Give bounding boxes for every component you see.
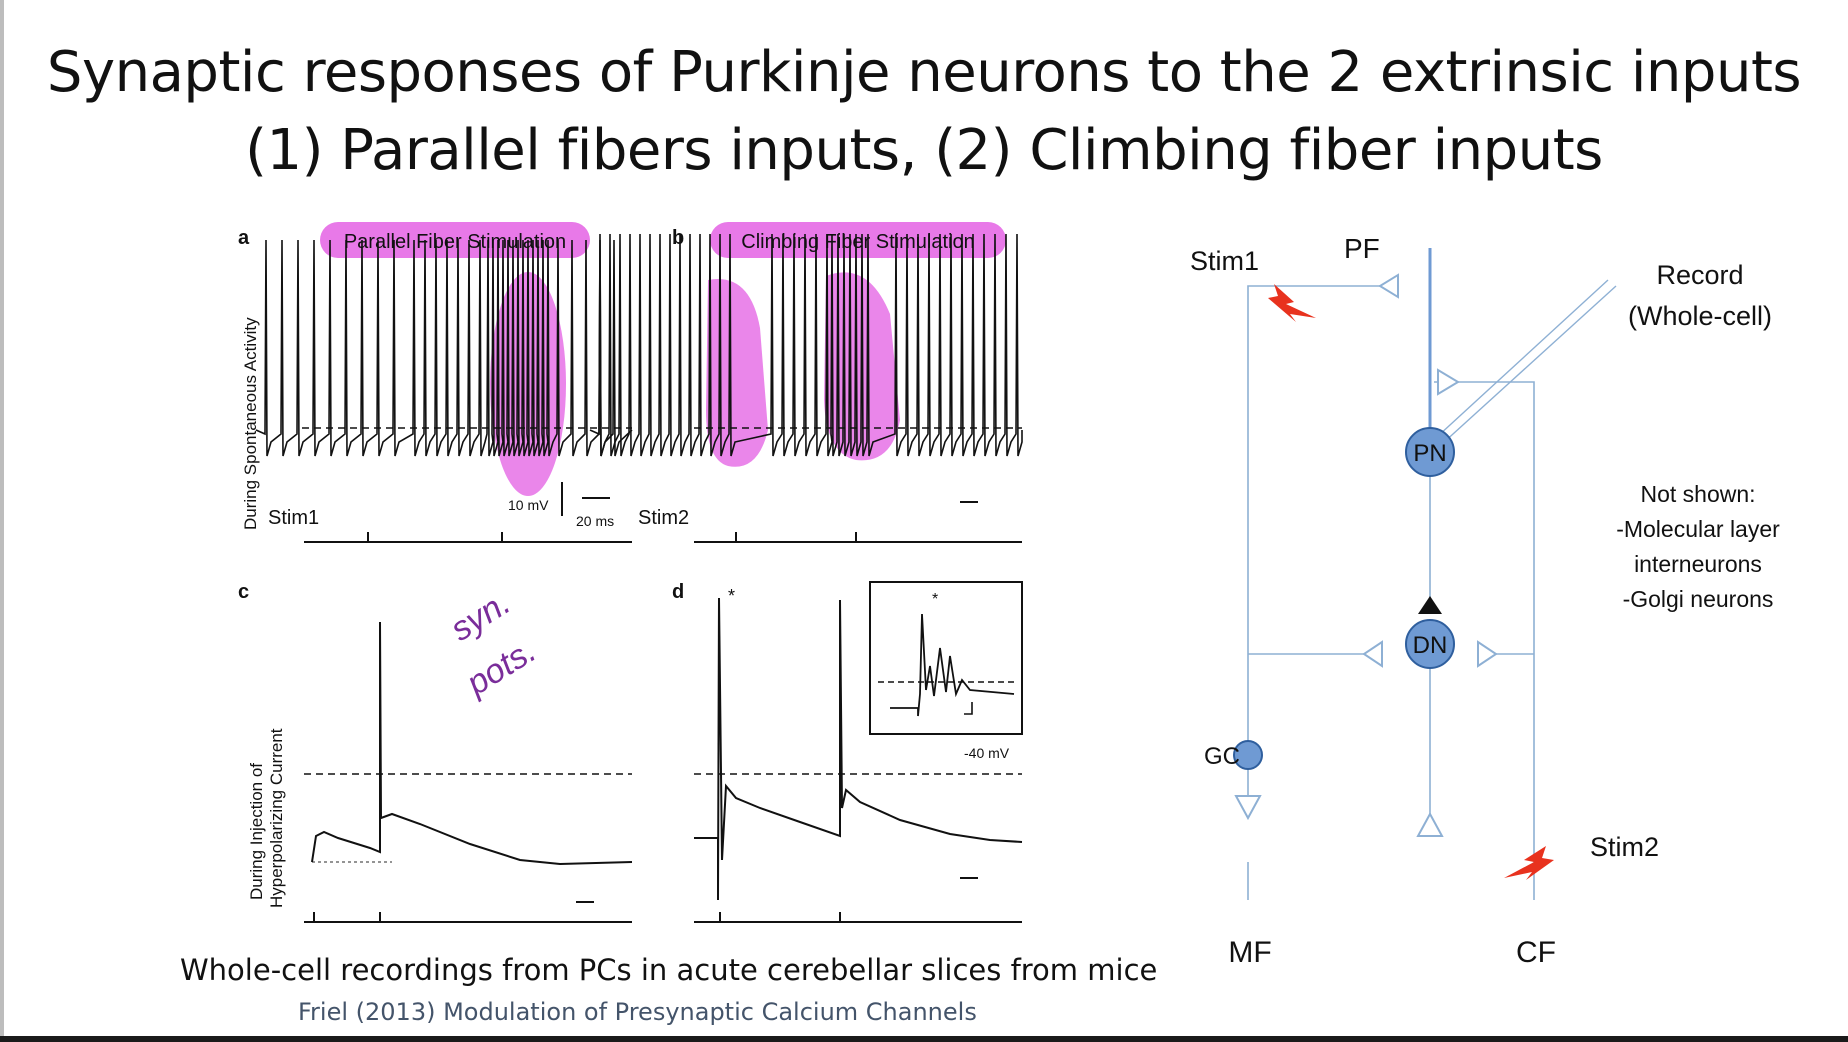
inhibitory-synapse-icon <box>1418 596 1442 614</box>
panel-c-letter: c <box>238 581 249 603</box>
row1-ylabel: During Spontaneous Activity <box>241 317 260 530</box>
panel-a: a Parallel Fiber Stimulation 10 mV 20 ms… <box>238 222 633 543</box>
mf-label: MF <box>1228 936 1271 969</box>
stim1-label: Stim1 <box>1190 246 1259 276</box>
handwritten-note-1: syn. <box>444 584 517 649</box>
inset-star: * <box>932 591 938 608</box>
panel-b: b Climbing Fiber Stimulation Stim2 <box>589 222 1023 543</box>
scale-label-ms: 20 ms <box>576 513 614 529</box>
deep-nuclear-neuron-node <box>1405 619 1455 669</box>
circuit-wires <box>1247 248 1617 900</box>
recording-electrode-1 <box>1437 279 1609 437</box>
mf-synapse-on-dn-icon <box>1362 640 1383 668</box>
climbing-fiber-trace-d <box>694 597 1023 901</box>
panel-a-banner: Parallel Fiber Stimulation <box>344 231 566 253</box>
hyperpolarized-trace-c <box>311 621 633 866</box>
row2-ylabel-1: During Injection of <box>247 763 266 900</box>
circuit-diagram: PN DN GC Stim1 PF Record (Whole-cell) No… <box>1190 233 1780 969</box>
climbing-fiber-path <box>1434 381 1535 900</box>
synapse-markers <box>1234 273 1498 837</box>
window-bottom-bar <box>0 1036 1848 1042</box>
not-shown-line-4: -Golgi neurons <box>1623 586 1774 612</box>
stim2-label-b: Stim2 <box>638 507 689 529</box>
dn-label: DN <box>1413 632 1448 659</box>
panel-b-banner-bg <box>710 222 1006 258</box>
complex-spike-inset <box>869 581 1023 735</box>
spontaneous-trace-b <box>589 233 1023 457</box>
citation: Friel (2013) Modulation of Presynaptic C… <box>298 998 977 1026</box>
mf-synapse-icon <box>1234 795 1262 821</box>
stim1-spark-icon <box>1268 284 1316 322</box>
pf-synapse-icon <box>1378 273 1399 299</box>
window-left-border <box>0 0 4 1042</box>
panel-c: c syn. pots. <box>238 581 633 923</box>
panel-b-banner: Climbing Fiber Stimulation <box>741 231 974 253</box>
panel-d: d * * -40 mV <box>672 581 1023 923</box>
stim1-label-a: Stim1 <box>268 507 319 529</box>
figure-caption: Whole-cell recordings from PCs in acute … <box>180 953 1158 987</box>
inset-scale-bar <box>964 702 973 715</box>
dn-output-synapse-icon <box>1416 811 1444 837</box>
stim2-spark-icon <box>1504 846 1554 880</box>
cf-label: CF <box>1516 936 1556 969</box>
gc-label: GC <box>1204 743 1240 770</box>
inset-voltage-label: -40 mV <box>964 745 1010 761</box>
granule-cell-node <box>1233 740 1263 770</box>
scale-label-mv: 10 mV <box>508 497 549 513</box>
cf-synapse-on-pn-icon <box>1437 368 1460 396</box>
pf-label: PF <box>1344 233 1380 264</box>
not-shown-line-1: Not shown: <box>1640 481 1755 507</box>
cf-synapse-on-dn-icon <box>1477 640 1498 668</box>
panel-d-letter: d <box>672 581 684 603</box>
stim2-label: Stim2 <box>1590 832 1659 862</box>
panel-a-letter: a <box>238 227 250 249</box>
inset-complex-spike-trace <box>890 613 1015 717</box>
mossy-fiber-granule-path <box>1247 285 1398 808</box>
spike-star: * <box>728 586 735 606</box>
slide-title-line-1: Synaptic responses of Purkinje neurons t… <box>46 40 1802 105</box>
panel-b-letter: b <box>672 227 684 249</box>
climbing-fiber-highlight-1 <box>706 279 768 467</box>
recording-figure: a Parallel Fiber Stimulation 10 mV 20 ms… <box>238 222 1023 923</box>
record-label-1: Record <box>1656 260 1743 290</box>
not-shown-line-3: interneurons <box>1634 551 1762 577</box>
recording-electrode-2 <box>1441 285 1617 445</box>
pn-label: PN <box>1413 440 1446 467</box>
purkinje-neuron-node <box>1405 427 1455 477</box>
slide-title-line-2: (1) Parallel fibers inputs, (2) Climbing… <box>245 118 1603 183</box>
spontaneous-trace-a <box>255 239 633 457</box>
row2-ylabel-2: Hyperpolarizing Current <box>267 728 286 908</box>
not-shown-line-2: -Molecular layer <box>1616 516 1780 542</box>
record-label-2: (Whole-cell) <box>1628 301 1772 331</box>
